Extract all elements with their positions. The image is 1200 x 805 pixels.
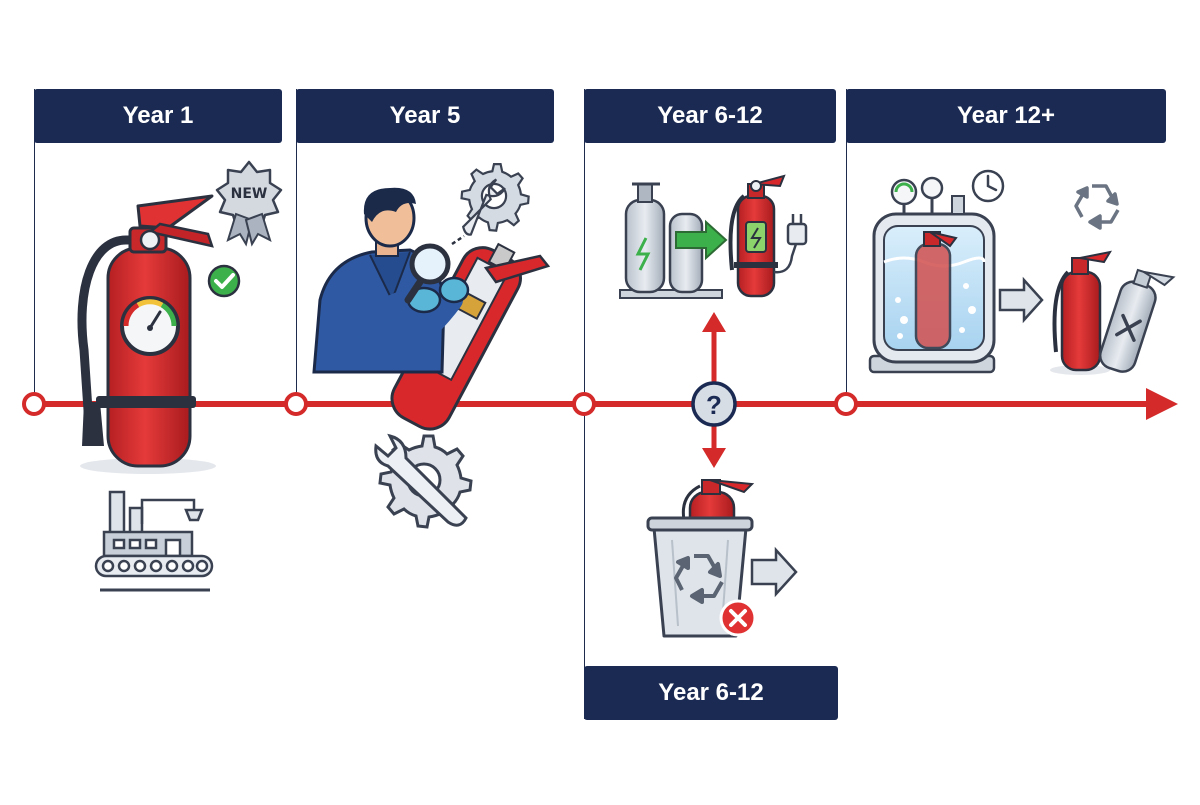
question-mark: ?: [706, 390, 722, 420]
recycle-icon: [674, 554, 724, 604]
arrow-right-icon: [998, 276, 1044, 324]
arrow-right-icon: [750, 546, 798, 598]
stage-label-year-5: Year 5: [296, 89, 554, 143]
stage-label-year-1: Year 1: [34, 89, 282, 143]
stage-panel-year-1: [34, 89, 283, 400]
fire-extinguisher-icon-retired: [1098, 268, 1176, 373]
arrow-right-icon: [675, 219, 728, 261]
stage-panel-year-12-plus: [846, 89, 1167, 400]
new-badge-icon: NEW: [215, 160, 283, 247]
question-node: ?: [691, 381, 737, 427]
factory-icon: [94, 490, 214, 592]
stage-label-year-6-12: Year 6-12: [584, 89, 836, 143]
pressure-tank-icon: [868, 176, 996, 374]
magnifier-icon: [404, 234, 465, 304]
stage-label-year-6-12-lower: Year 6-12: [584, 666, 838, 720]
timeline-axis: [30, 388, 1178, 420]
timeline-node: [834, 392, 858, 416]
new-badge-text: NEW: [231, 186, 268, 202]
cross-icon: [719, 599, 757, 637]
check-icon: [207, 264, 241, 298]
fire-extinguisher-icon: [728, 174, 786, 298]
plug-icon: [773, 214, 808, 274]
stage-panel-year-5: [296, 89, 555, 400]
fire-extinguisher-icon: [1050, 250, 1113, 375]
gear-wrench-icon: [374, 433, 473, 529]
gear-wrench-icon: [460, 162, 530, 236]
timeline-node: [22, 392, 46, 416]
stage-label-year-12-plus: Year 12+: [846, 89, 1166, 143]
timeline-node: [572, 392, 596, 416]
timeline-node: [284, 392, 308, 416]
fire-extinguisher-icon: [77, 194, 216, 474]
clock-icon: [971, 169, 1005, 203]
recycle-icon: [1074, 184, 1120, 230]
